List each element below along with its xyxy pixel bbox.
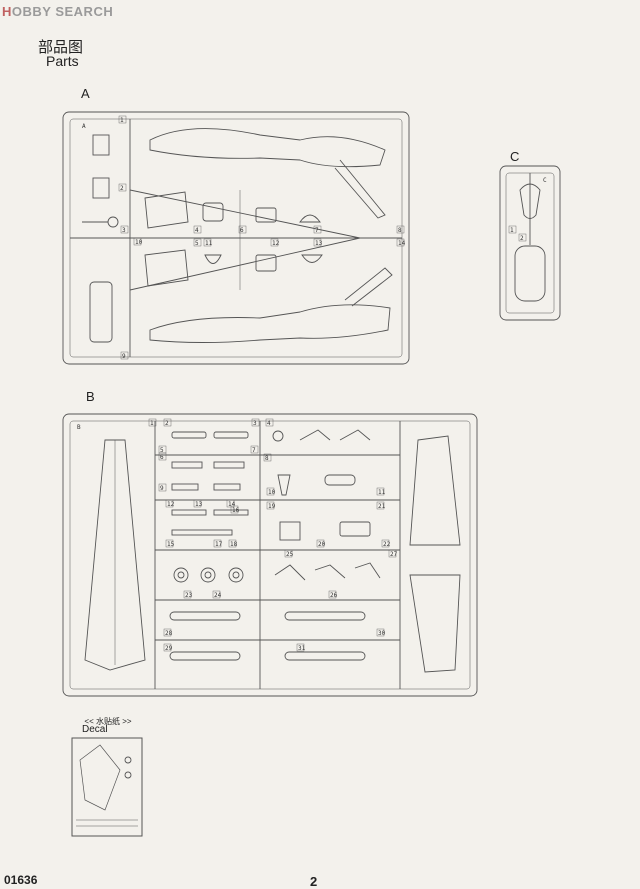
part-number-a: 7: [315, 227, 319, 234]
sprue-c-frame: [499, 165, 561, 321]
part-number-b: 5: [160, 447, 164, 454]
part-number-a: 5: [195, 240, 199, 247]
part-number-b: 31: [298, 645, 306, 652]
part-number-b: 6: [160, 454, 164, 461]
kit-code: 01636: [4, 873, 38, 887]
part-number-b: 9: [160, 485, 164, 492]
part-number-b: 26: [330, 592, 338, 599]
part-number-a: 14: [398, 240, 406, 247]
sprue-c-tag: C: [543, 177, 547, 184]
sprue-b-label: B: [86, 389, 95, 404]
part-number-b: 12: [167, 501, 175, 508]
decal-caption-en: Decal: [82, 724, 108, 735]
part-number-a: 2: [120, 185, 124, 192]
part-number-a: 11: [205, 240, 213, 247]
sprue-a-label: A: [81, 86, 90, 101]
page-title-en: Parts: [46, 53, 79, 69]
part-number-a: 3: [122, 227, 126, 234]
part-number-b: 16: [232, 507, 240, 514]
part-number-b: 15: [167, 541, 175, 548]
sprue-b-tag: B: [77, 424, 81, 431]
part-number-a: 10: [135, 239, 143, 246]
sprue-a-frame: [62, 111, 410, 365]
part-number-b: 27: [390, 551, 398, 558]
page-number: 2: [310, 874, 318, 889]
part-number-b: 2: [165, 420, 169, 427]
part-number-b: 18: [230, 541, 238, 548]
part-number-a: 4: [195, 227, 199, 234]
part-number-b: 25: [286, 551, 294, 558]
part-number-b: 1: [150, 420, 154, 427]
part-number-b: 14: [228, 501, 236, 508]
part-number-b: 7: [252, 447, 256, 454]
part-number-b: 28: [165, 630, 173, 637]
part-number-c: 2: [520, 235, 524, 242]
part-number-b: 4: [267, 420, 271, 427]
sprue-b-frame: [62, 413, 478, 697]
part-number-b: 17: [215, 541, 223, 548]
part-number-a: 1: [120, 117, 124, 124]
decal-sheet: [71, 737, 143, 837]
part-number-b: 13: [195, 501, 203, 508]
sprue-a-tag: A: [82, 123, 86, 130]
part-number-a: 9: [122, 353, 126, 360]
watermark: HOBBY SEARCH: [2, 4, 114, 19]
page-title-cn: 部品图: [38, 39, 84, 56]
decal-caption-cn: << 水贴纸 >>: [84, 717, 132, 726]
part-number-b: 30: [378, 630, 386, 637]
part-number-b: 29: [165, 645, 173, 652]
part-number-b: 23: [185, 592, 193, 599]
part-number-a: 8: [398, 227, 402, 234]
part-number-a: 12: [272, 240, 280, 247]
part-number-b: 22: [383, 541, 391, 548]
part-number-b: 21: [378, 503, 386, 510]
part-number-a: 6: [240, 227, 244, 234]
sprue-c-label: C: [510, 149, 520, 164]
part-number-b: 24: [214, 592, 222, 599]
part-number-b: 19: [268, 503, 276, 510]
part-number-c: 1: [510, 227, 514, 234]
part-number-a: 13: [315, 240, 323, 247]
part-number-b: 10: [268, 489, 276, 496]
part-number-b: 11: [378, 489, 386, 496]
part-number-b: 8: [265, 455, 269, 462]
part-number-b: 3: [253, 420, 257, 427]
part-number-b: 20: [318, 541, 326, 548]
